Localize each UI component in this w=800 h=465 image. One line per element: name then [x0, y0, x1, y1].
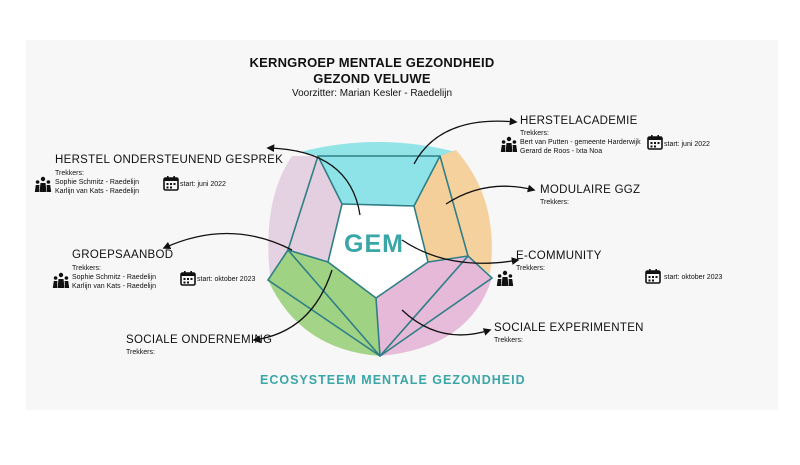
node-line-herstel-1: Sophie Schmitz - Raedelijn	[55, 179, 140, 186]
segment-cyan	[300, 142, 456, 156]
node-trekkers-ecommunity: Trekkers:	[516, 265, 545, 272]
node-start-groeps: start: oktober 2023	[197, 276, 256, 283]
node-trekkers-herstel: Trekkers:	[55, 170, 84, 177]
node-title-groeps: GROEPSAANBOD	[72, 249, 174, 261]
arrow-herstelacademie	[413, 117, 518, 165]
chair-subtitle: Voorzitter: Marian Kesler - Raedelijn	[291, 88, 453, 99]
calendar-icon	[163, 176, 179, 191]
arrow-modulaire	[445, 184, 536, 205]
people-group-icon	[34, 176, 52, 192]
node-line-herstel-2: Karlijn van Kats - Raedelijn	[55, 188, 140, 195]
arrow-herstel	[266, 144, 361, 216]
node-start-herstel: start: juni 2022	[180, 181, 226, 188]
calendar-icon	[180, 271, 196, 286]
arrow-ecommunity	[401, 239, 520, 265]
title-line-1: KERNGROEP MENTALE GEZONDHEID	[249, 55, 495, 70]
node-title-sociale-ond: SOCIALE ONDERNEMING	[126, 334, 273, 346]
people-group-icon	[500, 136, 518, 152]
node-trekkers-herstelacademie: Trekkers:	[520, 130, 549, 137]
node-start-herstelacademie: start: juni 2022	[664, 141, 710, 148]
node-title-herstel: HERSTEL ONDERSTEUNEND GESPREK	[55, 154, 284, 166]
node-trekkers-modulaire: Trekkers:	[540, 199, 569, 206]
node-trekkers-experimenten: Trekkers:	[494, 337, 523, 344]
node-line-groeps-2: Karlijn van Kats - Raedelijn	[72, 283, 157, 290]
ecosystem-footer: ECOSYSTEEM MENTALE GEZONDHEID	[260, 373, 526, 387]
node-title-ecommunity: E-COMMUNITY	[516, 250, 602, 262]
calendar-icon	[645, 269, 661, 284]
node-trekkers-sociale-ond: Trekkers:	[126, 349, 155, 356]
node-line-herstelacademie-2: Gerard de Roos - Ixta Noa	[520, 148, 603, 155]
node-line-groeps-1: Sophie Schmitz - Raedelijn	[72, 274, 157, 281]
calendar-icon	[647, 135, 663, 150]
people-group-icon	[496, 270, 514, 286]
node-title-modulaire: MODULAIRE GGZ	[540, 184, 641, 196]
arrow-experimenten	[401, 309, 492, 336]
arrow-groeps	[162, 232, 293, 251]
node-title-herstelacademie: HERSTELACADEMIE	[520, 115, 638, 127]
node-trekkers-groeps: Trekkers:	[72, 265, 101, 272]
arrow-sociale-ond	[252, 269, 333, 344]
node-title-experimenten: SOCIALE EXPERIMENTEN	[494, 322, 644, 334]
gem-label: GEM	[344, 230, 404, 258]
node-start-ecommunity: start: oktober 2023	[664, 274, 723, 281]
title-line-2: GEZOND VELUWE	[313, 71, 431, 86]
people-group-icon	[52, 272, 70, 288]
inner-faces	[268, 156, 492, 356]
node-line-herstelacademie-1: Bert van Putten - gemeente Harderwijk	[520, 139, 641, 146]
